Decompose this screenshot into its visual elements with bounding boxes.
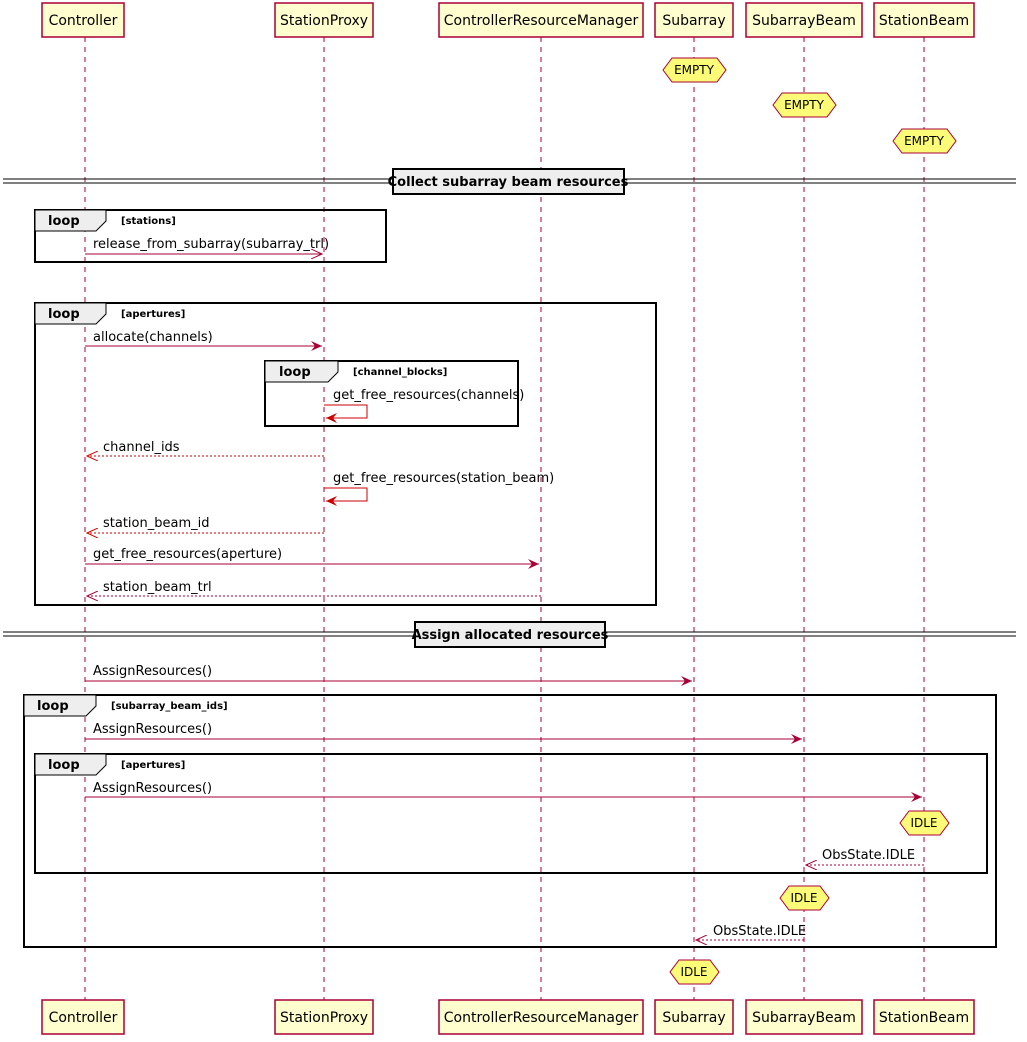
- svg-text:AssignResources(): AssignResources(): [93, 664, 212, 679]
- message-assign-stationbeam: AssignResources(): [85, 781, 922, 802]
- svg-text:get_free_resources(aperture): get_free_resources(aperture): [93, 547, 282, 562]
- message-station-beam-id: station_beam_id: [87, 516, 324, 533]
- svg-text:release_from_subarray(subarray: release_from_subarray(subarray_trl): [93, 237, 329, 252]
- svg-text:loop: loop: [48, 307, 80, 322]
- svg-text:IDLE: IDLE: [680, 965, 707, 979]
- svg-text:EMPTY: EMPTY: [784, 98, 825, 112]
- svg-text:get_free_resources(station_bea: get_free_resources(station_beam): [333, 471, 554, 486]
- svg-text:Controller: Controller: [49, 13, 118, 29]
- message-get-free-station-beam: get_free_resources(station_beam): [324, 471, 554, 506]
- message-station-beam-trl: station_beam_trl: [87, 580, 541, 596]
- svg-text:[channel_blocks]: [channel_blocks]: [353, 367, 447, 378]
- frame-loop-apertures-2: loop [apertures]: [34, 753, 988, 874]
- participant-controller-bottom: Controller: [41, 999, 125, 1035]
- svg-text:AssignResources(): AssignResources(): [93, 722, 212, 737]
- svg-text:ControllerResourceManager: ControllerResourceManager: [444, 13, 639, 29]
- message-assign-subarray: AssignResources(): [85, 664, 692, 686]
- divider-collect: Collect subarray beam resources: [3, 168, 1016, 195]
- divider-assign: Assign allocated resources: [3, 621, 1016, 648]
- message-release: release_from_subarray(subarray_trl): [85, 237, 329, 254]
- svg-text:Collect subarray beam resource: Collect subarray beam resources: [388, 175, 629, 190]
- frame-loop-apertures-1: loop [apertures]: [34, 302, 657, 606]
- state-subarraybeam-empty: EMPTY: [772, 92, 837, 118]
- participant-stationbeam-bottom: StationBeam: [873, 999, 975, 1035]
- svg-text:StationBeam: StationBeam: [879, 1010, 969, 1026]
- svg-text:[subarray_beam_ids]: [subarray_beam_ids]: [111, 701, 228, 712]
- svg-text:loop: loop: [48, 758, 80, 773]
- svg-text:EMPTY: EMPTY: [904, 134, 945, 148]
- svg-text:SubarrayBeam: SubarrayBeam: [752, 13, 856, 29]
- svg-text:get_free_resources(channels): get_free_resources(channels): [333, 388, 524, 403]
- participant-subarraybeam-bottom: SubarrayBeam: [745, 999, 863, 1035]
- message-get-free-channels: get_free_resources(channels): [324, 388, 524, 423]
- frame-loop-channel-blocks: loop [channel_blocks]: [264, 360, 519, 427]
- state-subarraybeam-idle: IDLE: [779, 885, 830, 911]
- svg-text:AssignResources(): AssignResources(): [93, 781, 212, 796]
- svg-text:SubarrayBeam: SubarrayBeam: [752, 1010, 856, 1026]
- svg-text:loop: loop: [37, 699, 69, 714]
- svg-text:Subarray: Subarray: [662, 1010, 725, 1026]
- participant-controllerresourcemanager-bottom: ControllerResourceManager: [438, 999, 644, 1035]
- state-stationbeam-empty: EMPTY: [892, 128, 957, 154]
- svg-text:IDLE: IDLE: [790, 891, 817, 905]
- participant-stationproxy-top: StationProxy: [274, 2, 374, 38]
- svg-text:ControllerResourceManager: ControllerResourceManager: [444, 1010, 639, 1026]
- participant-stationbeam-top: StationBeam: [873, 2, 975, 38]
- message-assign-subarraybeam: AssignResources(): [85, 722, 802, 744]
- svg-text:[apertures]: [apertures]: [121, 309, 185, 320]
- participant-subarray-bottom: Subarray: [654, 999, 734, 1035]
- svg-text:ObsState.IDLE: ObsState.IDLE: [713, 924, 806, 939]
- message-obs-idle-stationbeam: ObsState.IDLE: [806, 848, 924, 865]
- svg-text:StationProxy: StationProxy: [280, 13, 368, 29]
- message-get-free-aperture: get_free_resources(aperture): [85, 547, 539, 569]
- svg-text:[stations]: [stations]: [121, 216, 176, 227]
- participant-subarraybeam-top: SubarrayBeam: [745, 2, 863, 38]
- svg-text:channel_ids: channel_ids: [103, 440, 180, 455]
- participant-controller-top: Controller: [41, 2, 125, 38]
- svg-text:loop: loop: [279, 365, 311, 380]
- message-channel-ids: channel_ids: [87, 440, 324, 456]
- svg-text:IDLE: IDLE: [910, 816, 937, 830]
- svg-text:StationProxy: StationProxy: [280, 1010, 368, 1026]
- participant-subarray-top: Subarray: [654, 2, 734, 38]
- svg-text:station_beam_id: station_beam_id: [103, 516, 209, 531]
- svg-text:station_beam_trl: station_beam_trl: [103, 580, 212, 595]
- state-stationbeam-idle: IDLE: [899, 810, 950, 836]
- message-obs-idle-subarraybeam: ObsState.IDLE: [696, 924, 806, 940]
- svg-text:StationBeam: StationBeam: [879, 13, 969, 29]
- svg-text:allocate(channels): allocate(channels): [93, 330, 213, 345]
- svg-text:Assign allocated resources: Assign allocated resources: [412, 628, 609, 643]
- svg-text:loop: loop: [48, 214, 80, 229]
- state-subarray-idle: IDLE: [669, 959, 720, 985]
- participant-stationproxy-bottom: StationProxy: [274, 999, 374, 1035]
- svg-text:ObsState.IDLE: ObsState.IDLE: [822, 848, 915, 863]
- svg-text:Subarray: Subarray: [662, 13, 725, 29]
- participant-controllerresourcemanager-top: ControllerResourceManager: [438, 2, 644, 38]
- frame-loop-stations: loop [stations]: [34, 209, 387, 263]
- svg-text:[apertures]: [apertures]: [121, 760, 185, 771]
- svg-text:EMPTY: EMPTY: [674, 63, 715, 77]
- frame-loop-subarray-beam-ids: loop [subarray_beam_ids]: [23, 694, 997, 948]
- state-subarray-empty: EMPTY: [662, 57, 727, 83]
- message-allocate: allocate(channels): [85, 330, 322, 351]
- svg-text:Controller: Controller: [49, 1010, 118, 1026]
